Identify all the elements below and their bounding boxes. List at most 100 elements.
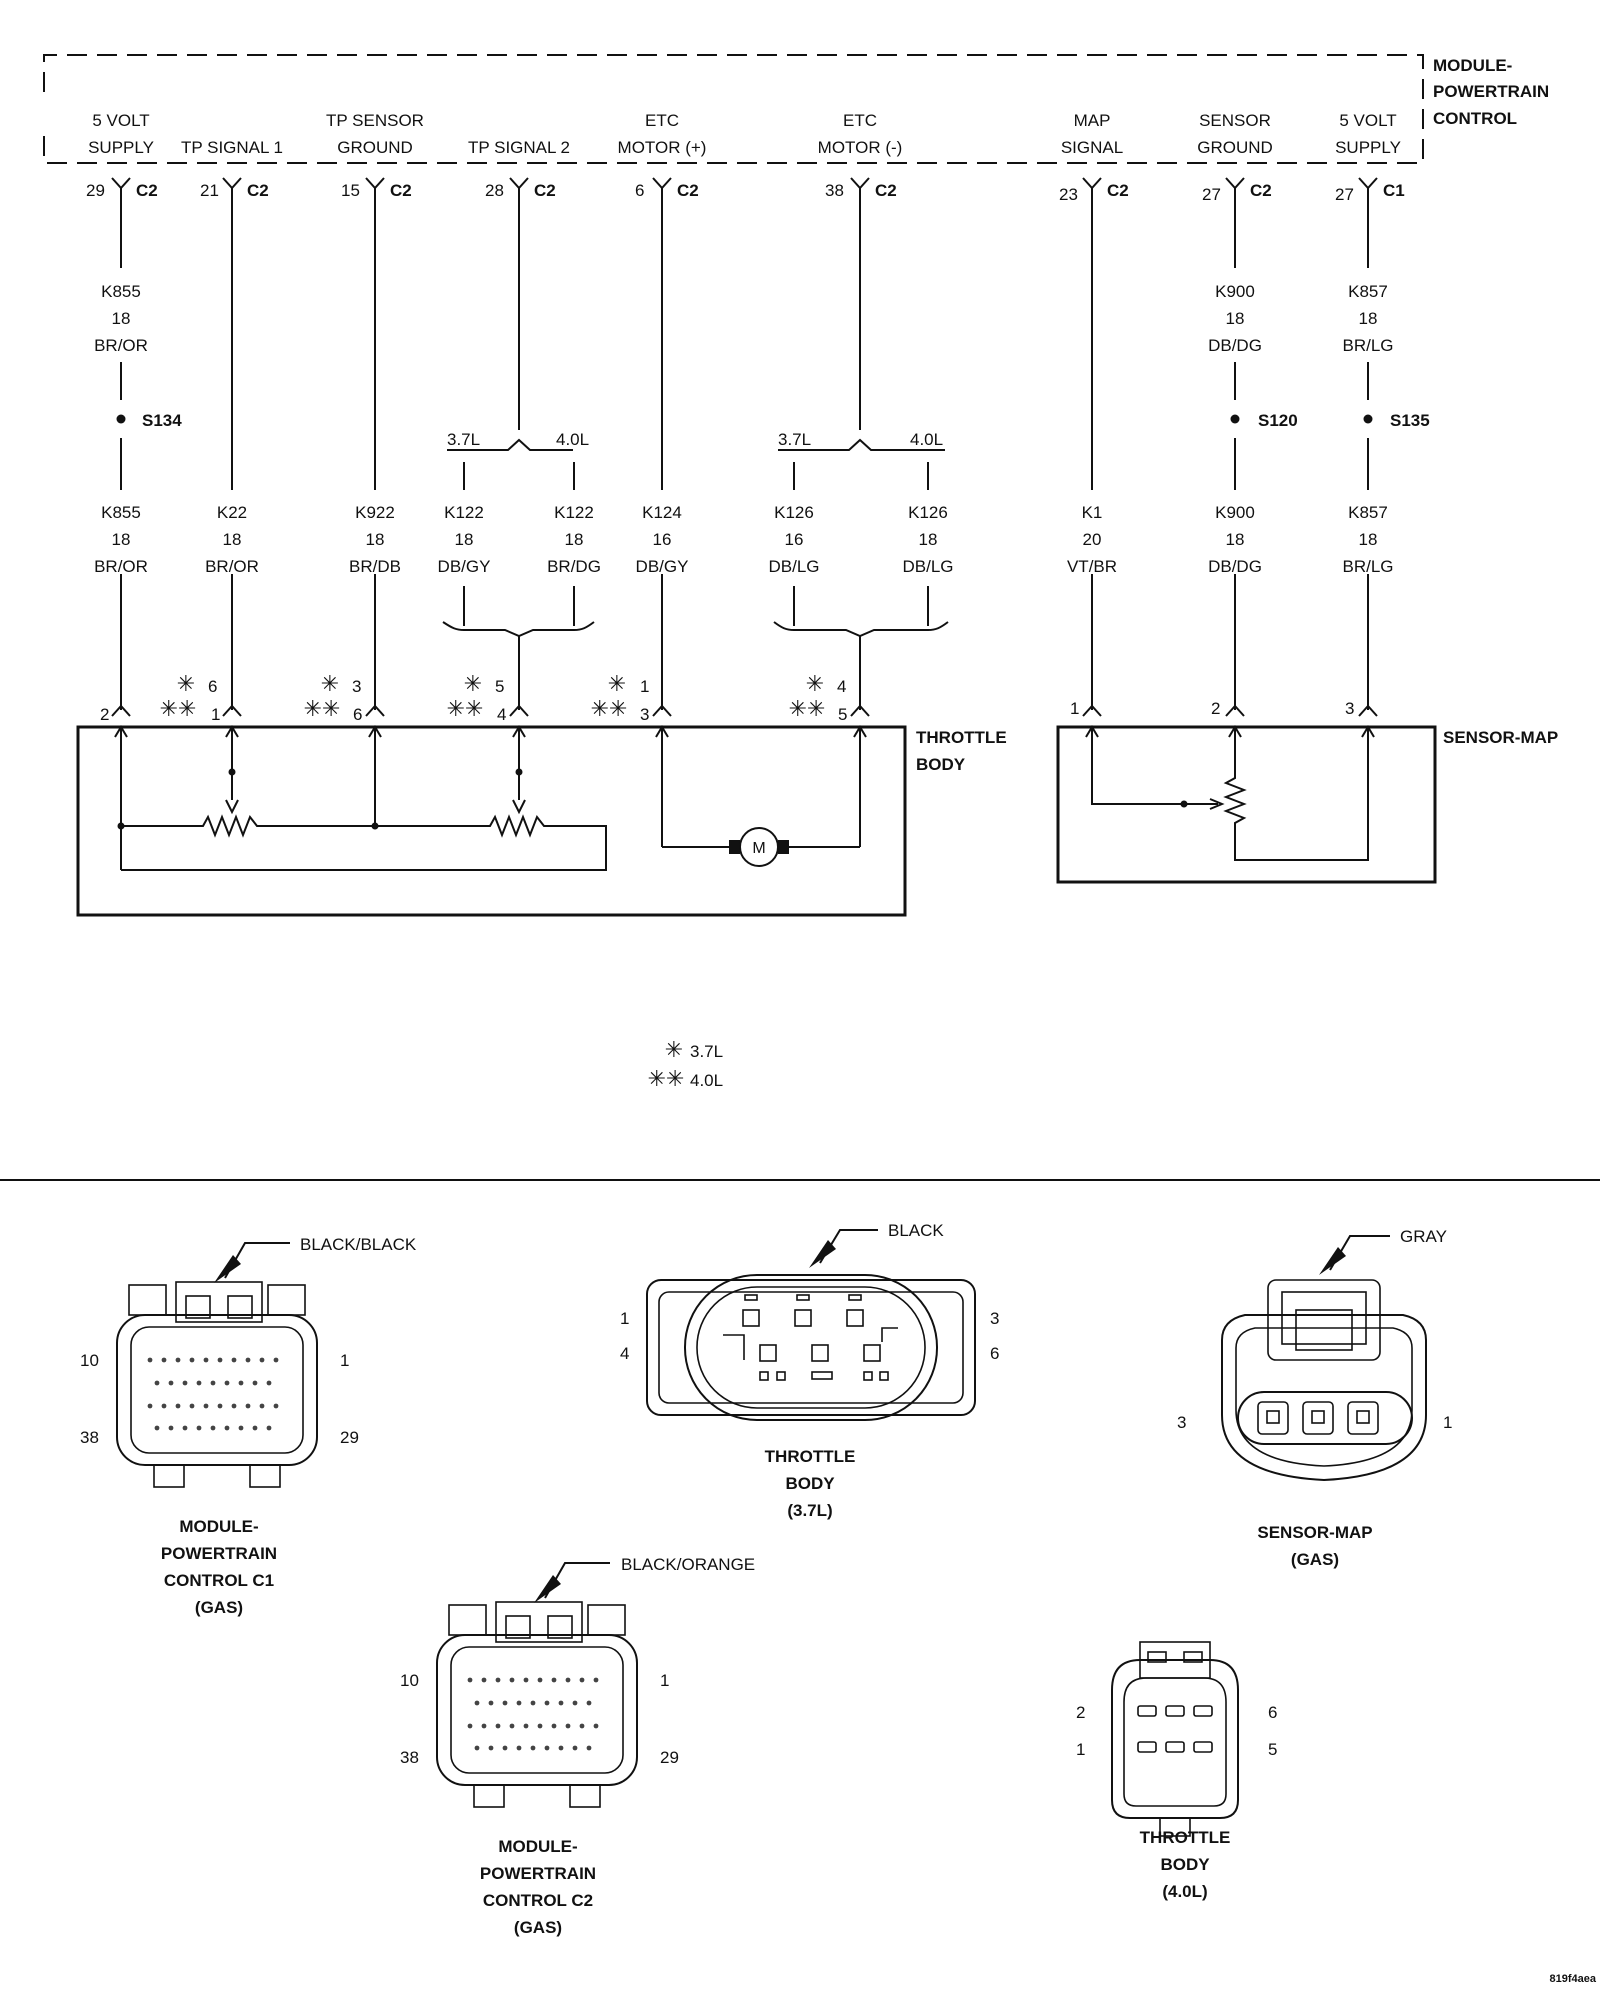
- splice-dots: [116, 414, 1373, 424]
- pcm-pin-label: 5 VOLT: [1339, 111, 1396, 130]
- pcm-pin-label: TP SIGNAL 1: [181, 138, 283, 157]
- c1-title: POWERTRAIN: [161, 1544, 277, 1563]
- sensor-map-title: SENSOR-MAP: [1443, 728, 1558, 747]
- wire-color: DB/LG: [768, 557, 819, 576]
- splice-label: S135: [1390, 411, 1430, 430]
- pcm-pin-label: SUPPLY: [1335, 138, 1401, 157]
- wire-gauge: 18: [1359, 530, 1378, 549]
- pcm-pin-number: 21: [200, 181, 219, 200]
- variant-label: 4.0L: [910, 430, 943, 449]
- pcm-pin-number: 38: [825, 181, 844, 200]
- c1-pin-label: 38: [80, 1428, 99, 1447]
- wire-color: VT/BR: [1067, 557, 1117, 576]
- tb40-title: BODY: [1160, 1855, 1210, 1874]
- double-asterisk-icon: ✳✳: [447, 696, 484, 721]
- pcm-module-title-3: CONTROL: [1433, 109, 1517, 128]
- wire-circuit: K857: [1348, 282, 1388, 301]
- variant-label: 3.7L: [778, 430, 811, 449]
- wire-circuit: K855: [101, 282, 141, 301]
- wire-color: DB/DG: [1208, 557, 1262, 576]
- pcm-pin-number: 27: [1202, 185, 1221, 204]
- c1-pin-grid: [147, 1357, 279, 1431]
- splice-dot: [116, 414, 126, 424]
- c1-pin-label: 29: [340, 1428, 359, 1447]
- tb37-color-label: BLACK: [888, 1221, 944, 1240]
- c2-title: (GAS): [514, 1918, 562, 1937]
- pcm-connector-id: C2: [1107, 181, 1129, 200]
- asterisk-icon: ✳: [177, 671, 195, 696]
- throttle-body-internals: [114, 725, 867, 871]
- wire-color: DB/LG: [902, 557, 953, 576]
- pcm-module-title-2: POWERTRAIN: [1433, 82, 1549, 101]
- legend-single: 3.7L: [690, 1042, 723, 1061]
- c1-title: (GAS): [195, 1598, 243, 1617]
- upper-wire-labels: K855 18 BR/OR K900 18 DB/DG K857 18 BR/L…: [94, 282, 1393, 355]
- double-asterisk-icon: ✳✳: [648, 1066, 685, 1091]
- tb-pin-single: 6: [208, 677, 217, 696]
- pcm-pin-number: 29: [86, 181, 105, 200]
- tb37-pin-label: 4: [620, 1344, 629, 1363]
- splice-dot: [1363, 414, 1373, 424]
- pcm-module-title-1: MODULE-: [1433, 56, 1512, 75]
- throttle-body-title-2: BODY: [916, 755, 966, 774]
- tb40-terminals: [1137, 1705, 1213, 1753]
- sensor-map-internals: [1085, 725, 1375, 861]
- splice-dot: [1230, 414, 1240, 424]
- asterisk-icon: ✳: [806, 671, 824, 696]
- tb37-title: THROTTLE: [765, 1447, 856, 1466]
- pcm-connector-id: C2: [677, 181, 699, 200]
- tb-pin-double: 2: [100, 705, 109, 724]
- double-asterisk-icon: ✳✳: [591, 696, 628, 721]
- wire-circuit: K900: [1215, 282, 1255, 301]
- tb40-pin-label: 2: [1076, 1703, 1085, 1722]
- tb37-pin-label: 6: [990, 1344, 999, 1363]
- throttle-body-nodes: [117, 768, 523, 830]
- wire-color: DB/GY: [438, 557, 491, 576]
- c2-pin-label: 1: [660, 1671, 669, 1690]
- asterisk-icon: ✳: [464, 671, 482, 696]
- wire-color: BR/DG: [547, 557, 601, 576]
- connector-map: GRAY 3 1 SENSOR-MAP (GAS): [1177, 1227, 1452, 1569]
- c2-title: MODULE-: [498, 1837, 577, 1856]
- pcm-pin-label: TP SIGNAL 2: [468, 138, 570, 157]
- wire-gauge: 18: [223, 530, 242, 549]
- tb40-title: THROTTLE: [1140, 1828, 1231, 1847]
- map-title: SENSOR-MAP: [1257, 1523, 1372, 1542]
- map-pin: 1: [1070, 699, 1079, 718]
- pcm-pin-labels: 5 VOLT SUPPLY TP SIGNAL 1 TP SENSOR GROU…: [88, 111, 1401, 157]
- legend: ✳ 3.7L ✳✳ 4.0L: [648, 1037, 724, 1091]
- pcm-pin-number: 27: [1335, 185, 1354, 204]
- tb40-pin-label: 1: [1076, 1740, 1085, 1759]
- asterisk-icon: ✳: [321, 671, 339, 696]
- wire-gauge: 18: [112, 530, 131, 549]
- tb-pin-double: 3: [640, 705, 649, 724]
- tb40-title: (4.0L): [1162, 1882, 1207, 1901]
- tb37-terminals: [723, 1294, 898, 1381]
- wire-circuit: K900: [1215, 503, 1255, 522]
- connector-tb37: BLACK 1 3 4 6 THROTTLE BODY (3.7L): [620, 1221, 999, 1520]
- tb-pin-single: 5: [495, 677, 504, 696]
- pcm-pin-label: SENSOR: [1199, 111, 1271, 130]
- c2-title: CONTROL C2: [483, 1891, 593, 1910]
- wire-color: DB/DG: [1208, 336, 1262, 355]
- tb-pin-double: 5: [838, 705, 847, 724]
- tb-pin-double: 4: [497, 705, 506, 724]
- pcm-connector-id: C2: [247, 181, 269, 200]
- wire-circuit: K922: [355, 503, 395, 522]
- tb40-pin-label: 6: [1268, 1703, 1277, 1722]
- wire-gauge: 16: [653, 530, 672, 549]
- pcm-pin-number: 28: [485, 181, 504, 200]
- pcm-terminals: [111, 177, 1378, 198]
- wire-color: BR/LG: [1342, 557, 1393, 576]
- motor-icon: M: [729, 827, 789, 867]
- sensor-map-node: [1180, 800, 1188, 808]
- pcm-pin-number: 23: [1059, 185, 1078, 204]
- splice-label: S134: [142, 411, 182, 430]
- pcm-pin-label: ETC: [645, 111, 679, 130]
- wire-circuit: K855: [101, 503, 141, 522]
- wire-color: BR/OR: [205, 557, 259, 576]
- pcm-pin-label: 5 VOLT: [92, 111, 149, 130]
- pcm-connector-id: C2: [136, 181, 158, 200]
- pcm-connector-id: C2: [875, 181, 897, 200]
- wire-circuit: K124: [642, 503, 682, 522]
